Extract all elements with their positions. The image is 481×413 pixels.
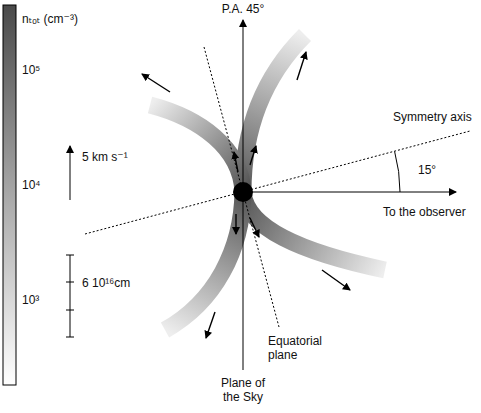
angle-label: 15° xyxy=(418,163,436,177)
equatorial-plane-line xyxy=(204,47,279,327)
angle-arc xyxy=(395,151,400,192)
length-scale-bar xyxy=(66,255,74,337)
scale-label: 6 10¹⁶cm xyxy=(82,276,130,290)
density-colorbar xyxy=(3,5,16,385)
axis-label: P.A. 45° xyxy=(222,2,265,16)
central-star xyxy=(233,182,253,202)
plane-label: Equatorial plane xyxy=(268,334,330,362)
tick-label: 10⁴ xyxy=(22,178,41,192)
density-bands xyxy=(150,35,385,330)
tick-label: 10³ xyxy=(22,293,39,307)
tick-label: 10⁵ xyxy=(22,63,40,77)
plane-label: Plane of the Sky xyxy=(211,376,275,404)
observer-axis xyxy=(243,192,456,193)
axis-title: nₜₒₜ (cm⁻³) xyxy=(22,12,78,26)
scale-label: 5 km s⁻¹ xyxy=(82,150,128,164)
axis-label: To the observer xyxy=(383,205,466,219)
symmetry-axis xyxy=(85,131,470,234)
velocity-arrows xyxy=(142,52,350,338)
velocity-scale-bar xyxy=(70,146,71,200)
axis-label: Symmetry axis xyxy=(393,110,472,124)
